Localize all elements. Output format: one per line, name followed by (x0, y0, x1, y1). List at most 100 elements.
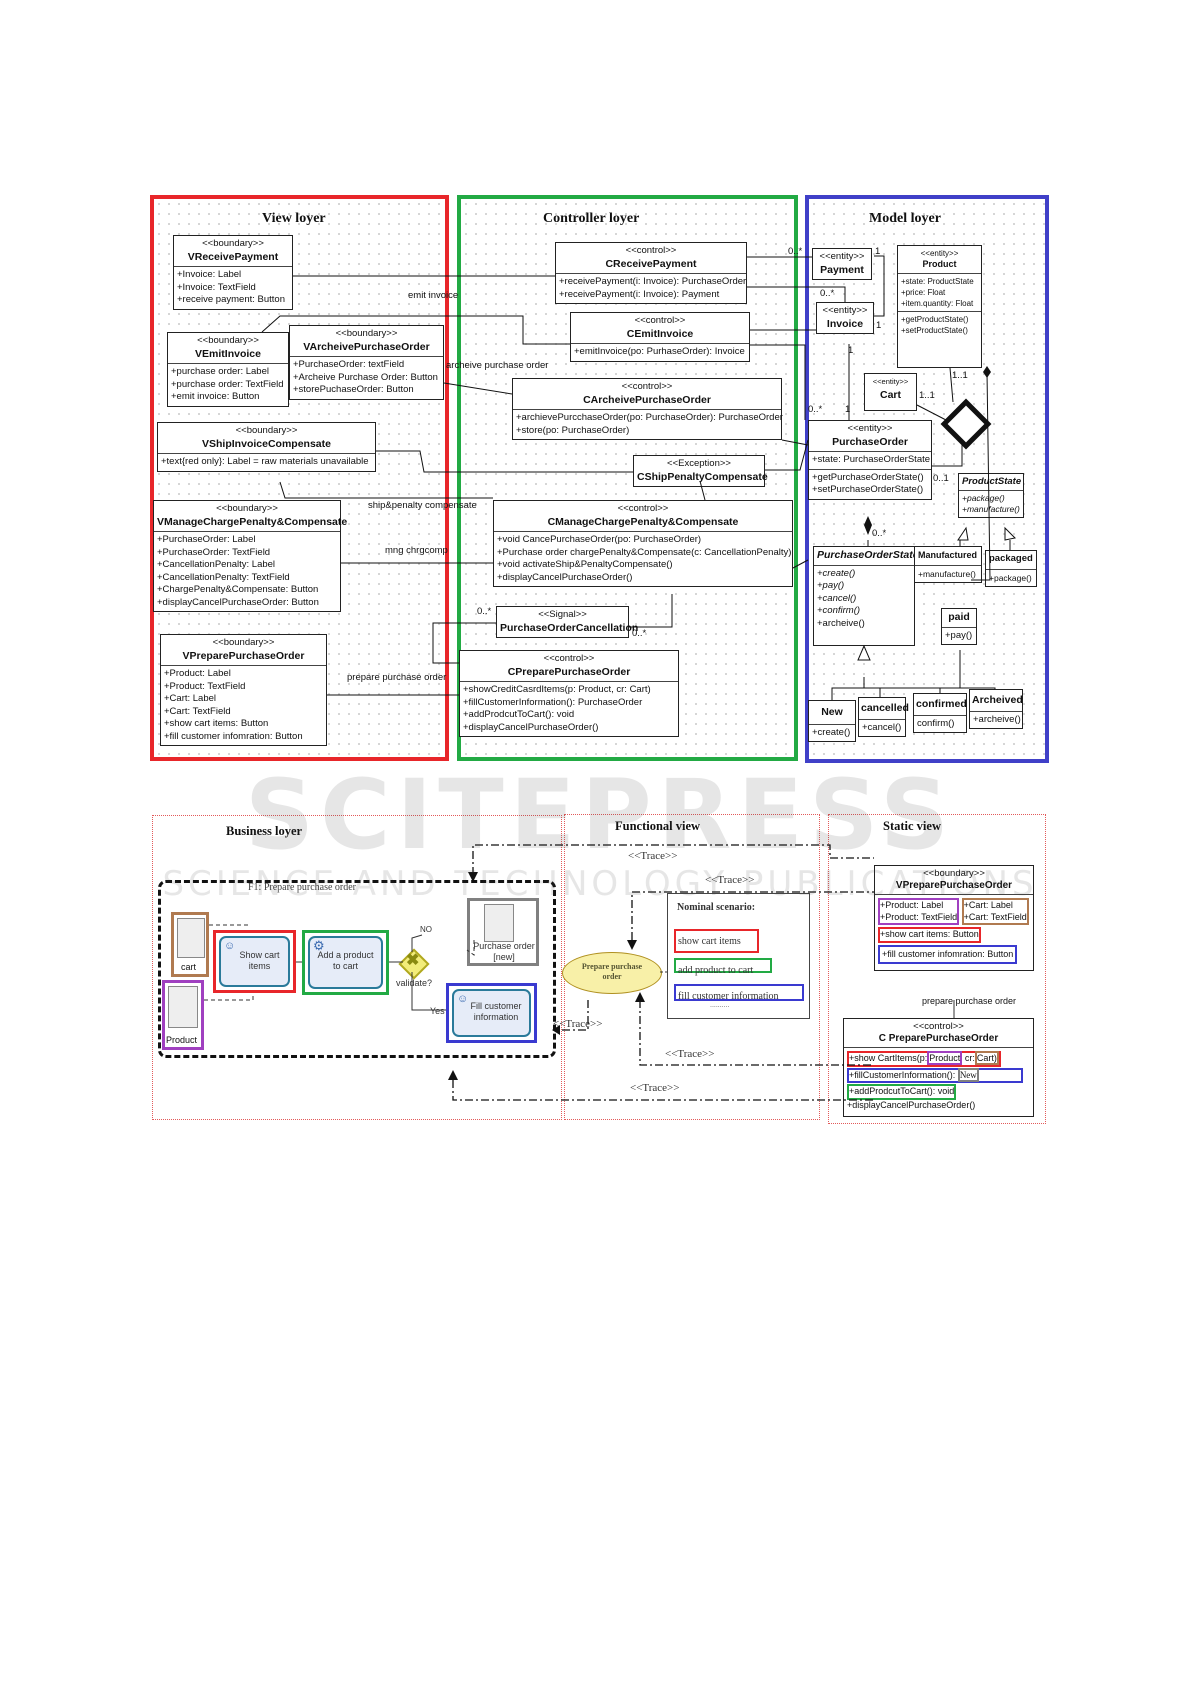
attribute: +storePuchaseOrder: Button (293, 384, 414, 395)
class-vemitinvoice[interactable]: <<boundary>>VEmitInvoice +purchase order… (167, 332, 289, 407)
user-task-icon: ☺ (457, 993, 469, 1005)
attribute: +Archeive Purchase Order: Button (293, 371, 438, 383)
stereotype: <<boundary>> (212, 637, 275, 648)
attribute: +displayCancelPurchaseOrder: Button (157, 596, 319, 608)
class-name: CReceivePayment (605, 257, 697, 270)
multiplicity: 0..* (820, 288, 835, 299)
cart-data-object[interactable]: cart (171, 912, 209, 977)
operation: +manufacture() (962, 504, 1020, 514)
class-productstate[interactable]: ProductState +package()+manufacture() (958, 473, 1024, 518)
class-name: CShipPenaltyCompensate (637, 470, 768, 483)
document-icon (168, 986, 198, 1028)
stereotype: <<entity>> (819, 251, 865, 262)
attribute: +PurchaseOrder: textField (293, 359, 405, 370)
class-cshippenaltycompensate[interactable]: <<Exception>>CShipPenaltyCompensate (633, 455, 768, 487)
stereotype: <<control>> (625, 245, 677, 256)
attribute: +Product: TextField (164, 680, 246, 692)
scenario-step[interactable]: fill customer information (674, 984, 804, 1002)
scenario-title: Nominal scenario: (677, 902, 756, 913)
operation: +receivePayment(i: Invoice): PurchaseOrd… (559, 276, 747, 287)
attribute: +text{red only}: Label = raw materials u… (161, 456, 369, 467)
scenario-step[interactable]: show cart items (674, 929, 759, 953)
class-name: VPreparePurchaseOrder (182, 649, 305, 662)
class-name: Manufactured (918, 550, 978, 560)
multiplicity: 0..* (788, 246, 803, 257)
class-cart[interactable]: <<entity>>Cart (864, 373, 917, 411)
use-case-ellipse[interactable]: Prepare purchase order (562, 952, 662, 994)
class-name: ProductState (962, 476, 1022, 487)
link-label-archeive: archeive purchase order (446, 360, 549, 371)
attribute: +show cart items: Button (880, 929, 979, 939)
class-name: Product (922, 259, 957, 269)
class-paid[interactable]: paid +pay() (941, 608, 977, 645)
class-packaged[interactable]: packaged +package() (985, 550, 1037, 587)
operation: +pay() (945, 629, 973, 641)
operation: +cancel() (862, 721, 902, 733)
class-vshipinvoicecompensate[interactable]: <<boundary>>VShipInvoiceCompensate +text… (157, 422, 376, 472)
scenario-step[interactable]: add product to cart (674, 958, 772, 976)
static-control-class[interactable]: <<control>>C PreparePurchaseOrder +show … (843, 1018, 1034, 1117)
task-fill-customer-info[interactable]: ☺ Fill customer information (446, 983, 537, 1043)
attribute: +PurchaseOrder: Label (157, 534, 256, 545)
operation: +package() (962, 493, 1005, 503)
operation: +receivePayment(i: Invoice): Payment (559, 288, 720, 300)
service-task-gear-icon: ⚙ (313, 938, 325, 953)
attribute: +Product: Label (880, 900, 944, 910)
class-confirmed[interactable]: confirmed confirm() (913, 693, 967, 733)
operation: +setPurchaseOrderState() (812, 484, 924, 495)
class-cemitinvoice[interactable]: <<control>>CEmitInvoice +emitInvoice(po:… (570, 312, 750, 362)
class-new[interactable]: New +create() (808, 700, 856, 742)
class-name: Payment (820, 263, 864, 276)
attribute: +state: PurchaseOrderState (812, 454, 931, 465)
class-purchaseordercancellation[interactable]: <<Signal>>PurchaseOrderCancellation (496, 606, 638, 638)
class-vreceivepayment[interactable]: <<boundary>>VReceivePayment +Invoice: La… (173, 235, 293, 310)
stereotype: <<entity>> (822, 305, 868, 316)
purchase-order-data-object[interactable]: Purchase order [new] (467, 898, 539, 966)
class-archeived[interactable]: Archeived +archeive() (969, 689, 1023, 729)
product-data-object[interactable]: Product (162, 980, 204, 1050)
multiplicity: 1 (845, 404, 851, 415)
class-varcheivepurchaseorder[interactable]: <<boundary>>VArcheivePurchaseOrder +Purc… (289, 325, 444, 400)
class-payment[interactable]: <<entity>>Payment (812, 248, 872, 280)
stereotype: <<entity>> (920, 249, 959, 258)
operation: +show CartItems(p: (849, 1053, 928, 1063)
operation: +archeive() (817, 617, 865, 629)
operation: +void activateShip&PenaltyCompensate() (497, 559, 673, 570)
attribute: +Invoice: Label (177, 269, 242, 280)
class-cpreparepurchaseorder[interactable]: <<control>>CPreparePurchaseOrder +showCr… (459, 650, 679, 737)
class-vmanagechargepenalty[interactable]: <<boundary>>VManageChargePenalty&Compens… (153, 500, 347, 612)
operation: +fillCustomerInformation(): PurchaseOrde… (463, 696, 643, 708)
task-add-product[interactable]: ⚙ Add a product to cart (302, 930, 389, 995)
stereotype: <<boundary>> (202, 238, 264, 249)
attribute: +show cart items: Button (164, 718, 269, 729)
class-vpreparepurchaseorder[interactable]: <<boundary>>VPreparePurchaseOrder +Produ… (160, 634, 327, 746)
class-cancelled[interactable]: cancelled +cancel() (858, 697, 909, 737)
class-purchaseorderstate[interactable]: PurchaseOrderState +create()+pay()+cance… (813, 546, 919, 646)
class-product[interactable]: <<entity>>Product +state: ProductState+p… (897, 245, 982, 368)
multiplicity: 0..* (872, 528, 887, 539)
operation: +emitInvoice(po: PurhaseOrder): Invoice (574, 346, 745, 357)
class-purchaseorder[interactable]: <<entity>>PurchaseOrder +state: Purchase… (808, 420, 932, 500)
stereotype: <<control>> (621, 381, 673, 392)
link-label-ship-penalty: ship&penalty compensate (368, 500, 477, 511)
param-type: Cart) (974, 1051, 999, 1065)
attribute: +CancellationPenalty: TextField (157, 571, 290, 583)
document-icon (177, 918, 205, 958)
operation: +archievePurcchaseOrder(po: PurchaseOrde… (516, 412, 783, 423)
class-creceivepayment[interactable]: <<control>>CReceivePayment +receivePayme… (555, 242, 747, 304)
attribute: +state: ProductState (901, 277, 974, 286)
task-show-cart-items[interactable]: ☺ Show cart items (213, 930, 296, 993)
gateway-no-label: NO (420, 925, 432, 934)
trace-label: <<Trace>> (665, 1048, 715, 1060)
operation: +create() (812, 726, 851, 738)
class-carcheivepurchaseorder[interactable]: <<control>>CArcheivePurchaseOrder +archi… (512, 378, 783, 440)
operation: +create() (817, 567, 856, 579)
class-name: CPreparePurchaseOrder (507, 665, 631, 678)
class-manufactured[interactable]: Manufactured +manufacture() (914, 546, 982, 583)
pool-label: F1: Prepare purchase order (248, 882, 357, 893)
link-label-prepare: prepare purchase order (347, 672, 447, 683)
static-boundary-class[interactable]: <<boundary>>VPreparePurchaseOrder +Produ… (874, 865, 1034, 971)
operation: +void CancePurchaseOrder(po: PurchaseOrd… (497, 534, 702, 545)
class-cmanagechargepenalty[interactable]: <<control>>CManageChargePenalty&Compensa… (493, 500, 793, 587)
class-invoice[interactable]: <<entity>>Invoice (816, 302, 874, 334)
